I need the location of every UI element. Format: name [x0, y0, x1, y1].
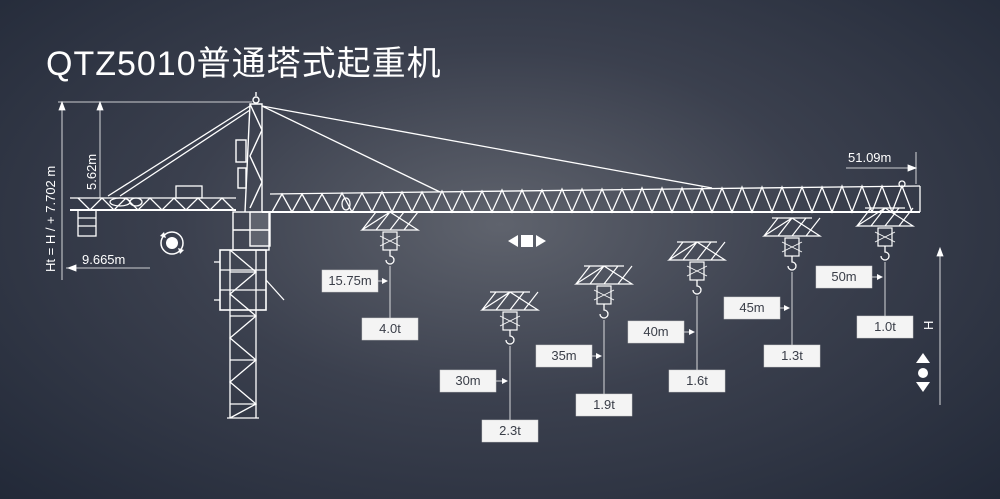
- radius-label: 15.75m: [328, 273, 371, 288]
- load-box: [856, 315, 914, 339]
- radius-label: 50m: [831, 269, 856, 284]
- radius-box: [535, 344, 593, 368]
- trolley-truss: [761, 217, 823, 237]
- radius-label: 35m: [551, 348, 576, 363]
- jib-length-label: 51.09m: [848, 150, 891, 165]
- load-label: 2.3t: [499, 423, 521, 438]
- radius-label: 40m: [643, 324, 668, 339]
- load-box: [481, 419, 539, 443]
- load-point: 45m 1.3t: [723, 217, 823, 368]
- main-jib: [261, 105, 921, 214]
- counter-jib: [70, 105, 251, 237]
- load-label: 1.0t: [874, 319, 896, 334]
- load-box: [763, 344, 821, 368]
- load-box: [361, 317, 419, 341]
- load-point: 50m 1.0t: [815, 207, 916, 339]
- tower-head: [232, 92, 271, 251]
- hook: [787, 256, 797, 271]
- hook: [880, 246, 890, 261]
- radius-box: [627, 320, 685, 344]
- slewing-icon: [160, 231, 184, 255]
- hoist-up-down-icon: [916, 353, 930, 392]
- hook: [505, 330, 515, 345]
- height-formula: Ht = H / + 7.702 m: [43, 166, 58, 272]
- radius-label: 30m: [455, 373, 480, 388]
- hook: [385, 250, 395, 265]
- tower-mast: [214, 249, 285, 419]
- load-box: [668, 369, 726, 393]
- trolley-truss: [479, 291, 541, 311]
- cab-height-label: 5.62m: [84, 154, 99, 190]
- radius-box: [321, 269, 379, 293]
- load-point: 30m 2.3t: [439, 291, 541, 443]
- page-title: QTZ5010普通塔式起重机: [46, 45, 442, 83]
- load-box: [575, 393, 633, 417]
- load-label: 1.6t: [686, 373, 708, 388]
- load-label: 1.3t: [781, 348, 803, 363]
- trolley-travel-icon: [508, 235, 546, 247]
- radius-box: [723, 296, 781, 320]
- counter-jib-length-label: 9.665m: [82, 252, 125, 267]
- hook-height-label: H: [921, 321, 936, 330]
- load-points: 15.75m 4.0t 30m 2.3t 35m 1.9t 40m 1.6t 45m 1.3t 50…: [321, 207, 916, 443]
- load-label: 4.0t: [379, 321, 401, 336]
- hook: [692, 280, 702, 295]
- radius-box: [815, 265, 873, 289]
- trolley-truss: [573, 265, 635, 285]
- load-point: 40m 1.6t: [627, 241, 728, 393]
- radius-label: 45m: [739, 300, 764, 315]
- radius-box: [439, 369, 497, 393]
- load-label: 1.9t: [593, 397, 615, 412]
- trolley-truss: [359, 211, 421, 231]
- load-point: 35m 1.9t: [535, 265, 635, 417]
- trolley-truss: [666, 241, 728, 261]
- load-point: 15.75m 4.0t: [321, 211, 421, 341]
- hook: [599, 304, 609, 319]
- dimension-lines: [58, 100, 944, 405]
- trolley-truss: [854, 207, 916, 227]
